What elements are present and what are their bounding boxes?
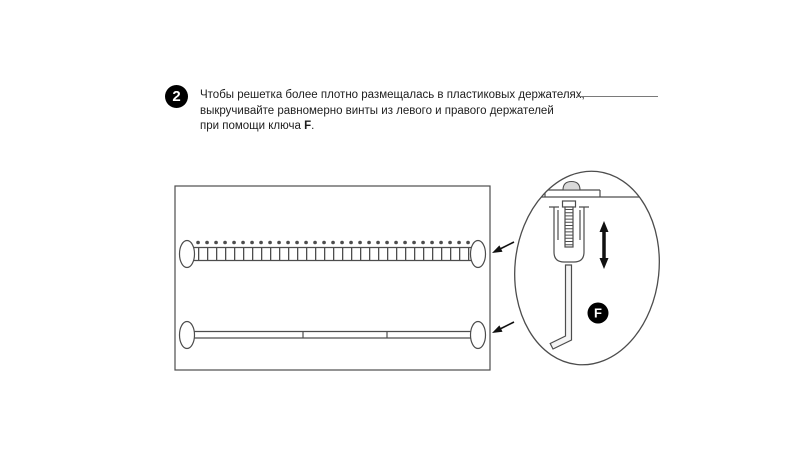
instruction-line-1: Чтобы решетка более плотно размещалась в…: [200, 89, 585, 101]
arrow-up-head: [599, 221, 609, 232]
bottom-rail: [178, 320, 487, 350]
arrow-down-head: [599, 258, 609, 269]
header-rule: [577, 96, 658, 97]
adjustment-screw: [561, 200, 577, 248]
instruction-text: Чтобы решетка более плотно размещалась в…: [200, 88, 640, 135]
rail-holder-left: [178, 320, 196, 350]
key-badge-circle: [587, 302, 609, 324]
rack-holder-left: [178, 239, 196, 269]
instruction-line-3: при помощи ключа: [200, 120, 301, 132]
plastic-holder: [549, 206, 589, 263]
key-label-badge: F: [587, 302, 609, 324]
step-number: 2: [172, 88, 181, 105]
detail-bubble: [514, 170, 660, 366]
callout-arrows: [492, 241, 515, 333]
cabinet-front-outline: [174, 185, 491, 371]
adjustment-direction-arrow: [599, 221, 609, 269]
allen-key: [549, 264, 573, 350]
screw-head: [561, 200, 577, 208]
detail-view: F: [517, 177, 657, 350]
rack-holder-right: [469, 239, 487, 269]
sentence-end: .: [311, 120, 315, 132]
rail-holder-right: [469, 320, 487, 350]
key-reference: F: [304, 120, 312, 132]
step-number-badge: 2: [165, 85, 188, 108]
callout-arrow-top: [492, 241, 515, 253]
cap-dome: [562, 180, 581, 191]
key-label: F: [594, 306, 602, 321]
instruction-line-2: выкручивайте равномерно винты из левого …: [200, 104, 554, 117]
top-wire-rack: [178, 239, 487, 269]
callout-arrow-bottom: [492, 321, 515, 333]
screw-shaft: [564, 206, 574, 248]
